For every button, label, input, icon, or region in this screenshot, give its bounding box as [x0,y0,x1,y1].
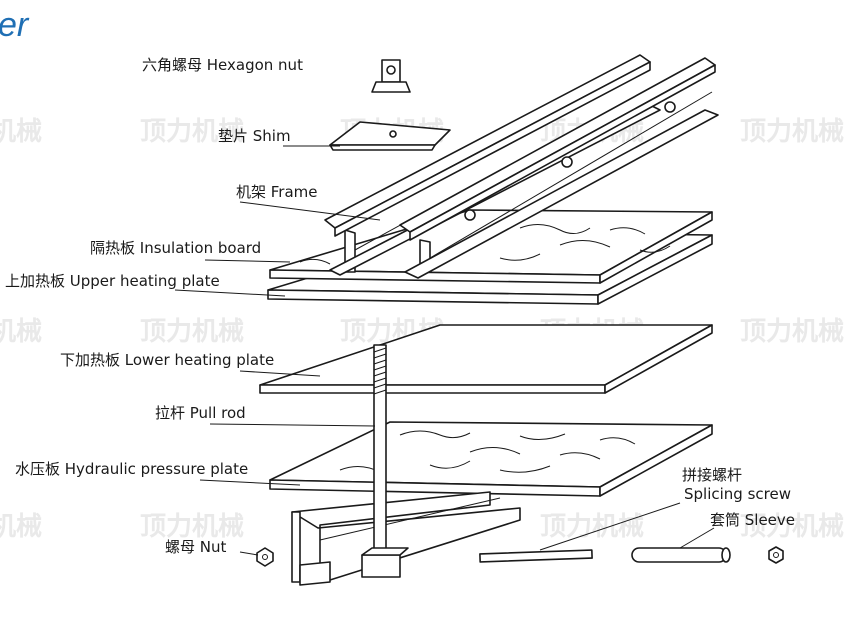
leader-lines [174,145,715,556]
watermark-fragment: 机械 [0,512,42,542]
watermark-fragment: 机械 [0,117,42,147]
label-lower-heating-plate: 下加热板 Lower heating plate [60,351,274,369]
nut-part [768,546,784,564]
label-upper-heating-plate: 上加热板 Upper heating plate [5,272,220,290]
label-hexagon-nut: 六角螺母 Hexagon nut [142,56,303,74]
label-nut: 螺母 Nut [165,538,226,556]
label-hydraulic-pressure-plate: 水压板 Hydraulic pressure plate [15,460,248,478]
insulation-board [269,209,713,284]
watermark-text: 顶力机械 [740,317,844,347]
watermark-text: 顶力机械 [140,117,244,147]
shim-part [329,121,451,151]
label-splicing-screw-en: Splicing screw [684,485,791,503]
sleeve-part [631,547,731,563]
label-frame: 机架 Frame [236,183,318,201]
bottom-frame [291,491,521,586]
label-insulation-board: 隔热板 Insulation board [90,239,261,257]
hexagon-nut-part [371,59,411,93]
hydraulic-pressure-plate [269,421,713,497]
pull-rod [361,344,409,578]
watermark-text: 顶力机械 [140,317,244,347]
label-shim: 垫片 Shim [218,127,291,145]
lower-heating-plate [259,324,713,394]
label-pull-rod: 拉杆 Pull rod [155,404,246,422]
watermark-fragment: 机械 [0,317,42,347]
label-splicing-screw-cn: 拼接螺杆 [682,466,742,484]
label-sleeve: 套筒 Sleeve [710,511,795,529]
splicing-screw-part [479,549,593,563]
frame [324,54,719,279]
nut-part [256,547,274,567]
watermark-text: 顶力机械 [740,512,844,542]
header-fragment: er [0,6,30,44]
watermark-text: 顶力机械 [540,512,644,542]
watermark-text: 顶力机械 [140,512,244,542]
watermark-text: 顶力机械 [740,117,844,147]
